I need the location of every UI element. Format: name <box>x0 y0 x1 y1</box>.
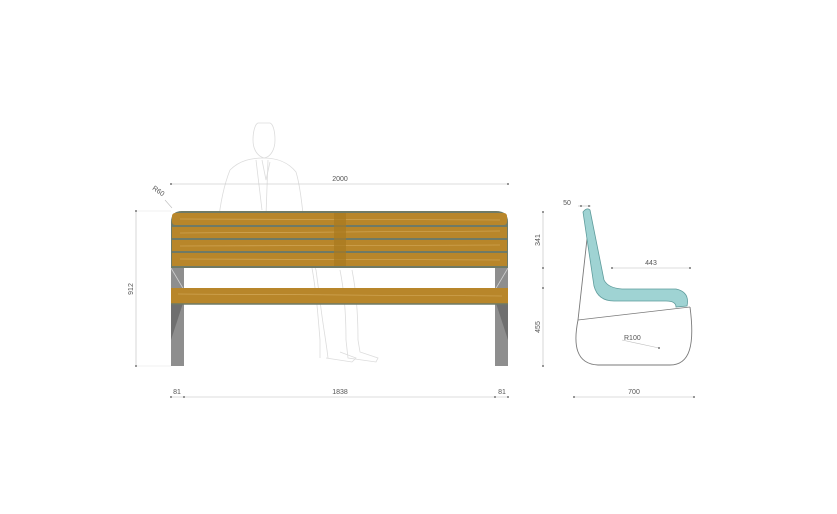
dim-seat-depth: 443 <box>611 260 691 269</box>
dim-tick <box>494 396 496 398</box>
side-view: 50 341 455 443 R100 <box>535 200 695 398</box>
side-frame-profile <box>575 211 693 366</box>
dim-base-radius: R100 <box>621 335 660 349</box>
dim-label-seat-height: 455 <box>535 321 542 333</box>
dim-tick <box>507 183 509 185</box>
dim-tick <box>588 205 590 207</box>
dim-tick <box>611 267 613 269</box>
dim-label-overall-height: 912 <box>128 283 135 295</box>
dim-tick <box>542 365 544 367</box>
dim-overall-width: 2000 <box>170 176 509 185</box>
dim-label-base-radius: R100 <box>624 335 641 342</box>
seat-slat <box>171 288 508 305</box>
seat-slat-face <box>171 288 508 304</box>
dim-label-leg-left: 81 <box>173 389 181 396</box>
dim-tick <box>135 365 137 367</box>
radius-center <box>658 347 660 349</box>
radius-leader <box>621 339 660 349</box>
slat-grain <box>177 293 503 297</box>
dim-overall-height: 912 <box>128 210 171 367</box>
dim-tick <box>183 396 185 398</box>
dim-label-seat-depth: 443 <box>645 260 657 267</box>
dim-tick <box>693 396 695 398</box>
dim-corner-radius: R60 <box>151 185 173 209</box>
dim-tick <box>170 396 172 398</box>
leg-right-brace <box>494 267 509 291</box>
leg-left-shade <box>171 300 184 340</box>
dim-tick <box>542 267 544 269</box>
dim-label-span: 1838 <box>332 389 348 396</box>
bench-leg-left <box>170 267 185 366</box>
dim-label-corner-radius: R60 <box>151 185 166 198</box>
dim-tick <box>573 396 575 398</box>
dim-tick <box>542 211 544 213</box>
backrest-slats <box>172 213 507 266</box>
dim-tick <box>689 267 691 269</box>
dim-tick <box>580 205 582 207</box>
dim-tick <box>135 210 137 212</box>
leg-right-shade <box>495 300 508 340</box>
seat-shell <box>582 208 688 308</box>
dim-bottom-chain: 81 1838 81 <box>170 389 509 398</box>
bench-leg-right <box>494 267 509 366</box>
dim-tick <box>507 396 509 398</box>
dim-label-leg-right: 81 <box>498 389 506 396</box>
dim-label-shell-thickness: 50 <box>563 200 571 207</box>
front-view: 2000 R60 912 81 1838 81 <box>128 122 509 398</box>
radius-leader <box>164 199 173 209</box>
dim-tick <box>542 287 544 289</box>
dim-overall-depth: 700 <box>573 389 695 398</box>
dim-side-heights: 341 455 <box>535 211 544 367</box>
side-frame-brace <box>577 306 691 321</box>
dim-shell-thickness: 50 <box>563 200 591 207</box>
dim-label-overall-depth: 700 <box>628 389 640 396</box>
dim-label-overall-width: 2000 <box>332 176 348 183</box>
dim-label-back-height: 341 <box>535 234 542 246</box>
dim-tick <box>170 183 172 185</box>
leg-left-brace <box>170 267 185 291</box>
center-support <box>334 213 346 266</box>
